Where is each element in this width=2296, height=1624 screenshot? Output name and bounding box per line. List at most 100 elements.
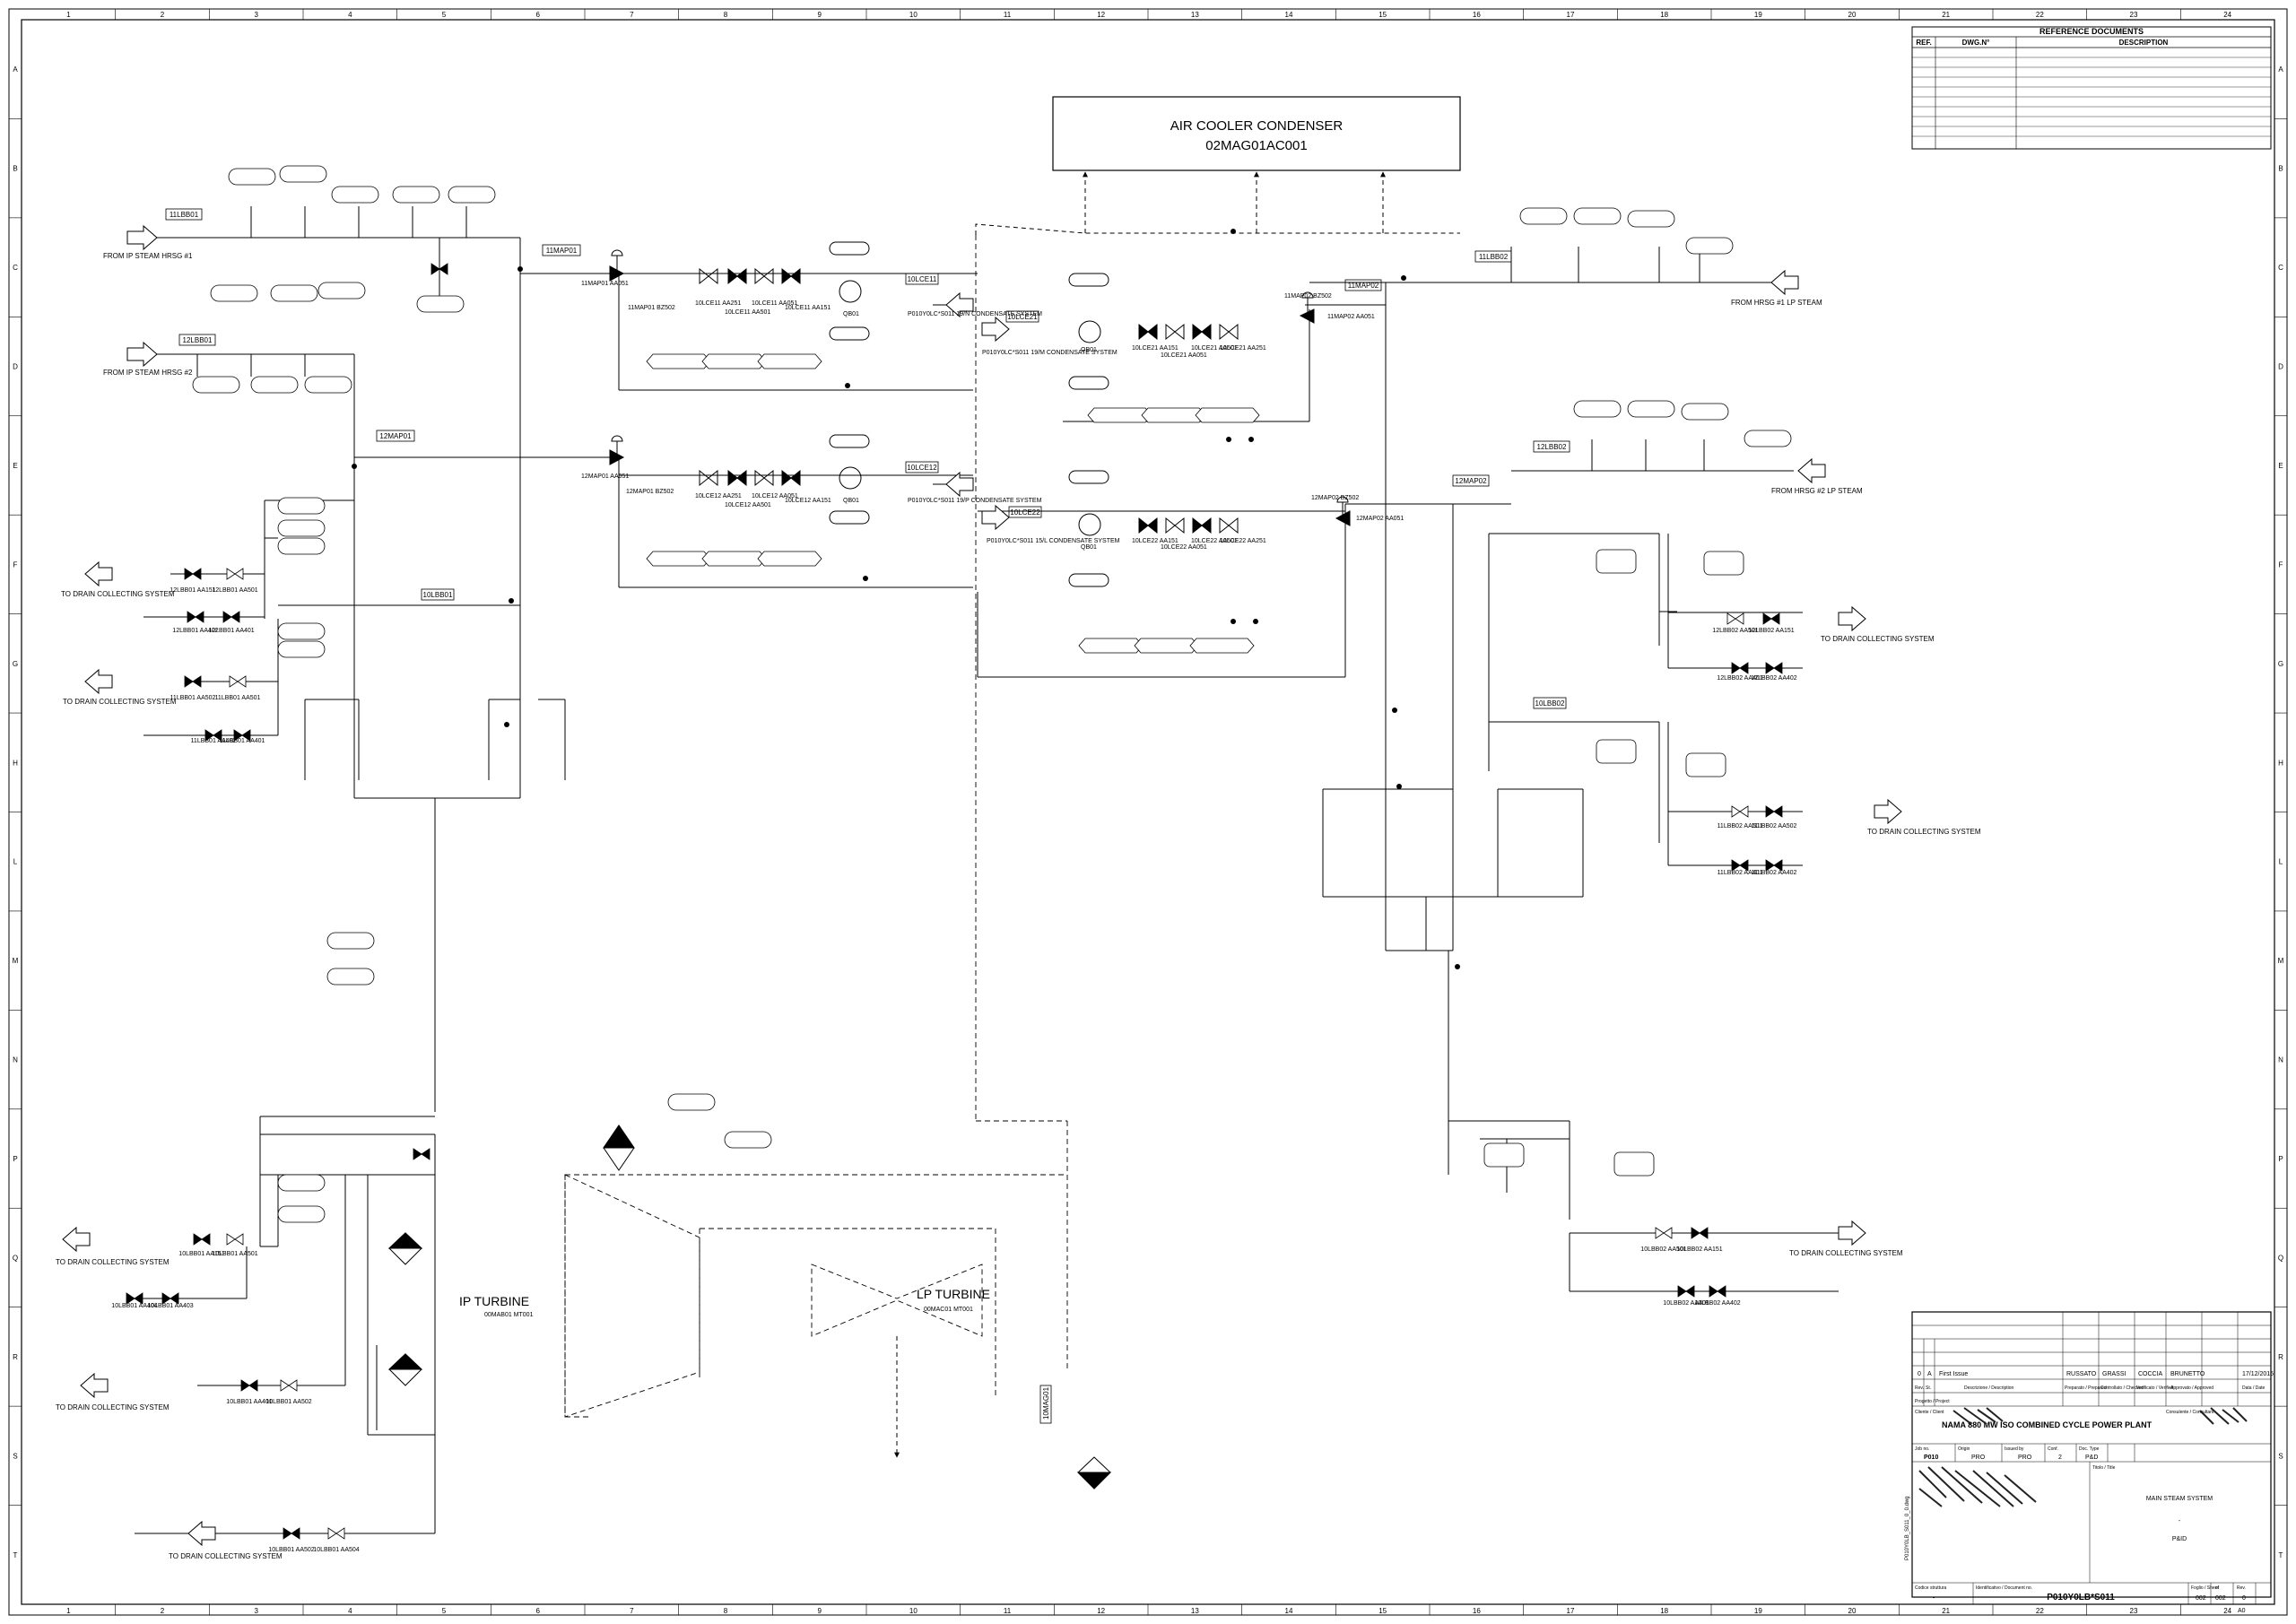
trap-1 (603, 1125, 635, 1171)
line-tag-10lbb01: 10LBB01 (423, 591, 453, 599)
svg-text:11MAP01 AA051: 11MAP01 AA051 (581, 281, 629, 287)
project-label: Progetto / Project (1915, 1399, 1950, 1404)
signature-blocks (1918, 1407, 2248, 1507)
origin-value: PRO (1971, 1455, 1986, 1461)
ip-turbine-tag: 00MAB01 MT001 (484, 1312, 534, 1318)
inlet-arrow-lp2 (1797, 457, 1826, 484)
hdr-rev: Rev. (1915, 1385, 1924, 1391)
gate-valve-icon (327, 1527, 345, 1540)
trap-2 (387, 1232, 423, 1265)
label-from-lp2: FROM HRSG #2 LP STEAM (1771, 487, 1863, 495)
svg-text:10LCE12 AA151: 10LCE12 AA151 (785, 498, 831, 504)
grid-row-label: P (13, 1155, 17, 1163)
hdr-prepared: Preparato / Prepared (2065, 1385, 2107, 1391)
grid-column-label: 6 (535, 11, 540, 19)
consultant-label: Consulente / Consultant (2166, 1410, 2214, 1415)
grid-row-label: A (2278, 65, 2283, 74)
outlet-arrow-drain-right-g (1838, 605, 1866, 632)
grid-column-label: 7 (630, 11, 634, 19)
label-from-ip2: FROM IP STEAM HRSG #2 (103, 369, 193, 377)
title-block: 0 A First Issue RUSSATO GRASSI COCCIA BR… (1905, 1311, 2274, 1614)
gate-valve-icon (1709, 1285, 1726, 1298)
hdr-desc: Descrizione / Description (1964, 1385, 2014, 1391)
tag-10lbb02-aa151: 10LBB02 AA151 (1676, 1246, 1722, 1253)
hdr-approved: Approvato / Approved (2170, 1385, 2213, 1391)
grid-row-label: N (13, 1056, 18, 1064)
rev-approved: BRUNETTO (2170, 1371, 2205, 1377)
tag-11lbb01-aa401: 11LBB01 AA401 (220, 738, 265, 744)
gate-valve-icon (1731, 859, 1749, 872)
rev-prepared: RUSSATO (2066, 1371, 2097, 1377)
tag-11lbb02-aa401: 11LBB02 AA401 (1718, 870, 1763, 876)
acc-tag: 02MAG01AC001 (1205, 138, 1307, 153)
grid-column-label: 1 (66, 1607, 71, 1615)
valve-12map02-aa051: 12MAP02 BZ502 12MAP02 AA051 (1311, 495, 1404, 526)
gate-valve-icon (280, 1379, 298, 1392)
rev-checked: GRASSI (2102, 1371, 2126, 1377)
label-cond-4: P010Y0LC*S011 15/L CONDENSATE SYSTEM (987, 538, 1120, 544)
svg-text:10LCE12 AA251: 10LCE12 AA251 (695, 493, 742, 499)
svg-text:10LCE21 AA251: 10LCE21 AA251 (1220, 345, 1266, 352)
doctype-label: Doc. Type (2079, 1446, 2100, 1452)
rev-date: 17/12/2015 (2242, 1371, 2274, 1377)
grid-column-label: 11 (1004, 11, 1012, 19)
grid-column-label: 20 (1848, 11, 1857, 19)
grid-column-label: 17 (1567, 1607, 1575, 1615)
tcaz-group-4 (1078, 638, 1255, 654)
grid-column-label: 9 (817, 11, 822, 19)
grid-column-label: 16 (1473, 1607, 1481, 1615)
grid-row-label: G (13, 660, 18, 668)
tag-12lbb01-aa151: 12LBB01 AA151 (170, 587, 215, 594)
dashed-connections (564, 235, 1068, 1418)
grid-row-label: G (2278, 660, 2283, 668)
tag-12lbb02-aa151: 12LBB02 AA151 (1748, 628, 1794, 634)
grid-row-label: E (13, 462, 17, 470)
grid-row-label: Q (13, 1254, 18, 1262)
grid-row-label: R (2278, 1353, 2283, 1361)
drawing-title-2: - (2179, 1518, 2181, 1524)
grid-column-labels: 1122334455667788991010111112121313141415… (66, 9, 2232, 1615)
svg-text:10LCE22 AA251: 10LCE22 AA251 (1220, 538, 1266, 544)
desuperheater-22: QB01 10LCE22 AA151 10LCE22 AA051 10LCE22… (1068, 470, 1266, 587)
tag-12lbb02-aa401: 12LBB02 AA401 (1717, 675, 1762, 682)
grid-column-label: 16 (1473, 11, 1481, 19)
gate-valve-icon (187, 611, 204, 623)
hdr-checked: Controllato / Checked (2100, 1385, 2144, 1391)
label-drain-right-h: TO DRAIN COLLECTING SYSTEM (1867, 828, 1981, 836)
grid-row-label: F (13, 560, 18, 569)
grid-column-label: 21 (1942, 1607, 1950, 1615)
ref-col-dwg: DWG.N° (1962, 39, 1990, 47)
line-tag-10mag01: 10MAG01 (1042, 1386, 1050, 1420)
gate-valve-icon (204, 729, 222, 742)
tag-12lbb01-aa402: 12LBB01 AA402 (172, 628, 218, 634)
grid-column-label: 3 (254, 11, 258, 19)
acc-name: AIR COOLER CONDENSER (1170, 118, 1344, 134)
gate-valve-icon (283, 1527, 300, 1540)
grid-row-label: B (13, 165, 17, 173)
gate-valve-icon (1731, 805, 1749, 818)
grid-column-label: 13 (1191, 1607, 1199, 1615)
gate-valve-icon (193, 1233, 211, 1246)
tag-11lbb01-aa501: 11LBB01 AA501 (215, 695, 261, 701)
inlet-arrow-ip1 (126, 224, 158, 251)
line-tag-10lce22: 10LCE22 (1010, 508, 1040, 517)
client-label: Cliente / Client (1915, 1410, 1944, 1415)
svg-text:12MAP01 BZ502: 12MAP01 BZ502 (626, 489, 674, 495)
outlet-arrow-drain-r (80, 1372, 109, 1399)
label-drain-t: TO DRAIN COLLECTING SYSTEM (169, 1552, 283, 1560)
ref-col-desc: DESCRIPTION (2119, 39, 2169, 47)
tcaz-group-2 (646, 551, 822, 567)
grid-row-label: P (2278, 1155, 2283, 1163)
unita-label: Codice struttura (1915, 1585, 1947, 1591)
air-cooler-condenser: AIR COOLER CONDENSER 02MAG01AC001 (975, 96, 1461, 235)
line-tag-10lce12: 10LCE12 (907, 464, 937, 472)
grid-row-label: F (2279, 560, 2283, 569)
gate-valve-icon (184, 568, 202, 580)
svg-text:10LCE21 AA051: 10LCE21 AA051 (1161, 352, 1207, 359)
grid-column-label: 24 (2223, 1607, 2231, 1615)
line-tag-11lbb02: 11LBB02 (1479, 253, 1509, 261)
label-from-lp1: FROM HRSG #1 LP STEAM (1731, 299, 1822, 307)
svg-text:QB01: QB01 (843, 311, 859, 317)
svg-text:11MAP01 BZ502: 11MAP01 BZ502 (628, 305, 675, 311)
